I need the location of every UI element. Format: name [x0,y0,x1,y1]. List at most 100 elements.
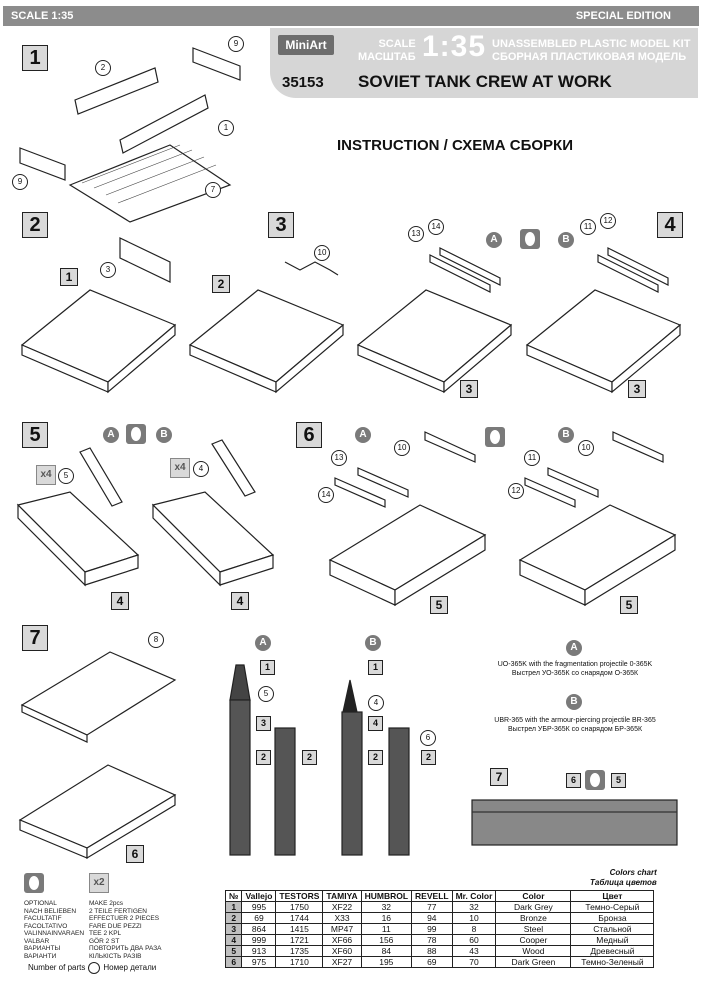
table-cell: MP47 [322,923,362,935]
table-cell: 156 [360,934,413,946]
table-cell: 1710 [275,956,324,968]
table-cell: 69 [241,912,277,924]
table-cell: 1721 [275,934,324,946]
colors-chart-caption-en: Colors chart [609,868,657,877]
col-header: TAMIYA [322,890,362,902]
table-cell: 43 [451,945,497,957]
table-cell: 78 [411,934,453,946]
box-bottom-drawing [68,144,232,223]
col-header: HUMBROL [360,890,413,902]
table-cell: Cooper [495,934,572,946]
legend-make2-1: 2 TEILE FERTIGEN [89,907,147,915]
table-cell: 60 [451,934,497,946]
desc-b-ru: Выстрел УБР-365К со снарядом БР-365К [507,726,643,733]
table-cell: 864 [241,923,277,935]
table-cell: Dark Green [495,956,572,968]
table-cell: 99 [411,923,453,935]
part-4-callout: 4 [193,461,209,477]
table-cell: XF60 [322,945,362,957]
desc-b: UBR-365 with the armour-piercing project… [470,716,680,734]
step-3-label: 3 [268,212,294,238]
part-11b-callout: 11 [524,450,540,466]
optional-legend-icon [24,873,44,893]
scale-ru: МАСШТАБ [358,51,416,63]
shell-b-drawing [341,679,410,856]
brand-logo: MiniArt [278,35,334,55]
step-7-label: 7 [22,625,48,651]
table-cell: 84 [360,945,413,957]
row-index: 3 [224,923,243,935]
shell-a-part-2: 2 [256,750,271,765]
part-7-callout: 7 [205,182,221,198]
header-panel [270,28,698,98]
shell-a-part-5: 5 [258,686,274,702]
kit-title: SOVIET TANK CREW AT WORK [358,72,612,91]
table-cell: Wood [495,945,572,957]
legend-optional-2: FACULTATIF [24,915,62,922]
subassembly-3b-badge: 3 [628,380,646,398]
table-cell: 10 [451,912,497,924]
colors-chart-caption-ru: Таблица цветов [590,878,657,887]
number-of-parts-ru: Номер детали [103,963,157,973]
step-3-box-drawing [188,261,345,394]
closed-box-part-5: 5 [611,773,626,788]
scale-caption: SCALE МАСШТАБ [358,38,416,64]
legend-optional-0: OPTIONAL [24,900,57,907]
kit-code: 35153 [282,74,324,91]
table-cell: 94 [411,912,453,924]
col-header: Цвет [570,890,655,902]
row-index: 2 [224,912,243,924]
scale-value: 1:35 [422,30,487,63]
legend-make2-0: MAKE 2pcs [89,900,123,907]
step-6b-box-drawing [518,431,677,607]
kit-caption: UNASSEMBLED PLASTIC MODEL KIT СБОРНАЯ ПЛ… [492,38,690,64]
optional-swap-icon-7 [585,770,605,790]
desc-a-marker: A [566,640,582,656]
table-cell: 995 [241,901,277,913]
table-cell: Бронза [570,912,655,924]
table-cell: 999 [241,934,277,946]
part-14b-callout: 14 [318,487,334,503]
step-6-label: 6 [296,422,322,448]
table-cell: 88 [411,945,453,957]
optional-swap-icon [520,229,540,249]
legend-make2-7: КІЛЬКІСТЬ РАЗІВ [89,952,142,960]
legend-make2-5: GÖR 2 ST [89,937,120,945]
box-side-2-drawing [119,94,209,154]
closed-box-part-6: 6 [566,773,581,788]
colors-chart-table: № Vallejo TESTORS TAMIYA HUMBROL REVELL … [224,890,655,968]
box-side-1-drawing [74,67,159,115]
optional-swap-icon-5 [126,424,146,444]
table-cell: 913 [241,945,277,957]
part-10c-callout: 10 [578,440,594,456]
step-4-label: 4 [657,212,683,238]
variant-a-marker-6: A [355,427,371,443]
scale-en: SCALE [378,38,416,50]
part-12b-callout: 12 [508,483,524,499]
shell-a-marker: A [255,635,271,651]
make2-legend-icon: x2 [89,873,109,893]
shell-b-part-6: 6 [420,730,436,746]
part-13b-callout: 13 [331,450,347,466]
part-10-callout: 10 [314,245,330,261]
subassembly-5a-badge: 5 [430,596,448,614]
optional-swap-icon-6 [485,427,505,447]
row-index: 4 [224,934,243,946]
part-10b-callout: 10 [394,440,410,456]
desc-a: UO-365K with the fragmentation projectil… [470,660,680,678]
subassembly-2-badge: 2 [212,275,230,293]
kit-ru: СБОРНАЯ ПЛАСТИКОВАЯ МОДЕЛЬ [492,51,687,63]
legend-optional-5: VALBAR [24,937,50,945]
col-header: Mr. Color [451,890,497,902]
variant-b-marker-6: B [558,427,574,443]
shell-a-part-1: 1 [260,660,275,675]
table-cell: Медный [570,934,655,946]
table-cell: XF66 [322,934,362,946]
step-2-label: 2 [22,212,48,238]
box-end-1-drawing [192,47,241,81]
subassembly-4b-badge: 4 [231,592,249,610]
edition-label: SPECIAL EDITION [575,10,671,22]
step-5-label: 5 [22,422,48,448]
